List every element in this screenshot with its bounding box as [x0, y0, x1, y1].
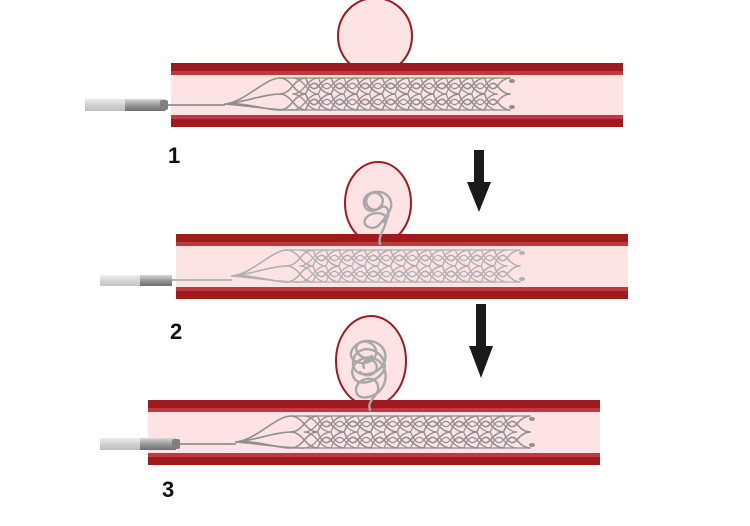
aneurysm-sac — [338, 0, 412, 74]
step-label: 3 — [162, 477, 174, 502]
blood-vessel — [171, 63, 623, 127]
step-label: 1 — [168, 143, 180, 168]
down-arrow-icon — [469, 304, 493, 378]
step-1-panel: 1 — [85, 0, 623, 168]
aneurysm-sac — [345, 162, 411, 244]
blood-vessel — [148, 400, 600, 465]
down-arrow-icon — [467, 150, 491, 212]
step-label: 2 — [170, 319, 182, 344]
